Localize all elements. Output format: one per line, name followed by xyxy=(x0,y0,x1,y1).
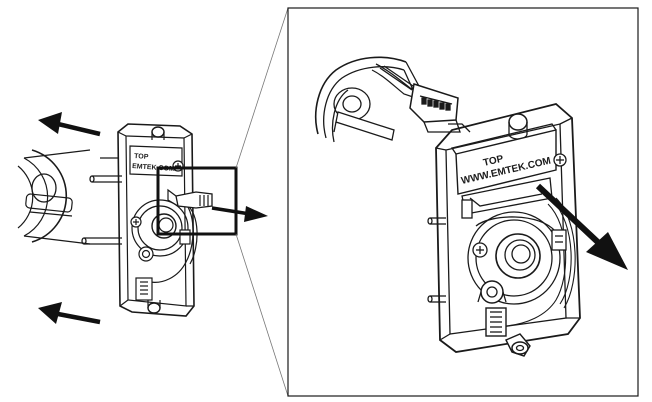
right-side-connector-detail xyxy=(551,229,567,251)
plate-label-top-detail: TOP xyxy=(482,154,505,169)
mounting-plate-detail xyxy=(427,103,581,357)
arrow-lower-left xyxy=(38,302,101,325)
bottom-screw-boss xyxy=(505,333,531,357)
left-overview: TOP EMTEK.COM xyxy=(17,123,213,317)
ribbon-connector-detail xyxy=(409,83,471,133)
mounting-plate-left xyxy=(117,123,198,317)
plate-label-site-left: EMTEK.COM xyxy=(132,163,175,173)
spindle-boss-detail xyxy=(477,280,507,304)
left-screw-detail xyxy=(472,242,488,258)
cylinder-housing-detail xyxy=(467,211,561,305)
pull-arrows-left xyxy=(38,112,268,325)
mounting-posts-left xyxy=(81,157,122,245)
detail-callout-box xyxy=(156,166,238,236)
arrow-upper-left xyxy=(38,112,101,137)
arrow-connector-out-detail xyxy=(535,183,628,270)
arrow-connector-out-left xyxy=(211,206,268,222)
leader-lines xyxy=(235,7,289,397)
ribbon-connector-left xyxy=(167,188,213,209)
plate-label-top-left: TOP xyxy=(134,153,149,161)
detail-view: TOP WWW.EMTEK.COM xyxy=(314,56,581,357)
interior-rosette-left xyxy=(17,149,91,245)
mounting-posts-detail xyxy=(427,217,446,303)
bottom-connector-detail xyxy=(485,307,507,337)
right-screw-detail xyxy=(553,153,567,167)
ribbon-cable-detail xyxy=(371,63,421,99)
